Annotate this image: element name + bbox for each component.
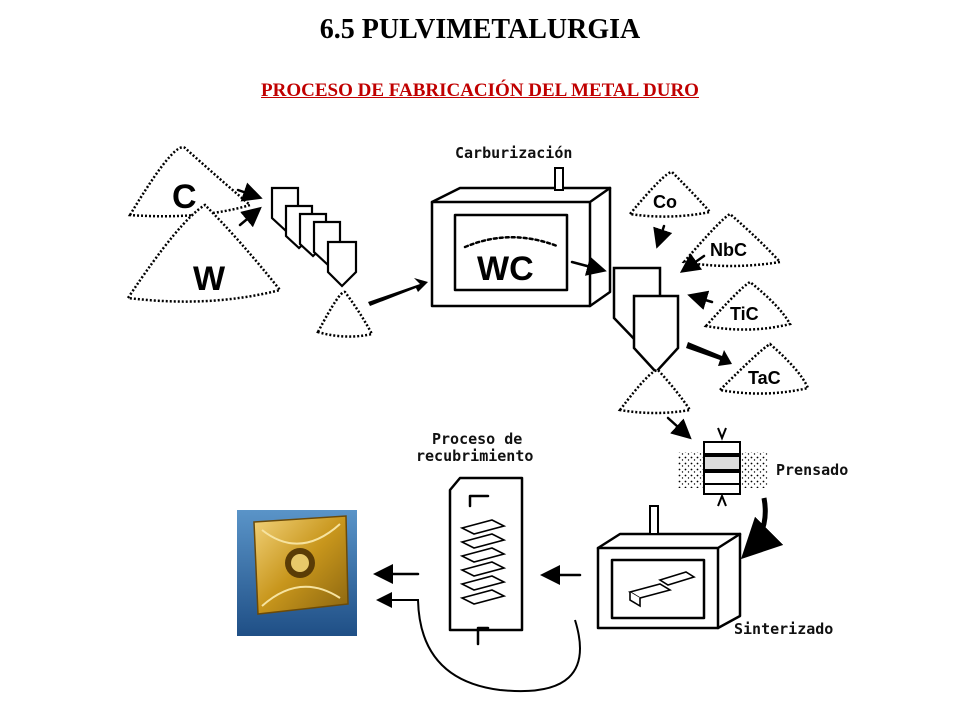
carburization-furnace: WC bbox=[430, 167, 612, 308]
mixed-carbide-pile bbox=[617, 368, 693, 415]
tungsten-label: W bbox=[193, 260, 226, 298]
arrow-icon bbox=[653, 224, 673, 249]
tungsten-powder-pile: W bbox=[125, 203, 283, 303]
pressing-label: Prensado bbox=[776, 461, 849, 479]
arrow-icon bbox=[368, 278, 428, 306]
return-arrow-icon bbox=[376, 592, 581, 693]
carbon-label: C bbox=[172, 178, 197, 216]
arrow-icon bbox=[238, 206, 262, 228]
sintering-furnace bbox=[596, 505, 742, 630]
arrow-icon bbox=[740, 497, 784, 560]
titanium-carbide-pile: TiC bbox=[703, 280, 792, 331]
carbon-powder-pile: C bbox=[127, 146, 253, 218]
press bbox=[678, 427, 768, 507]
arrow-icon bbox=[679, 253, 706, 273]
mixed-powder-pile bbox=[316, 290, 374, 338]
finished-insert-image bbox=[237, 510, 357, 636]
page-subtitle: PROCESO DE FABRICACIÓN DEL METAL DURO bbox=[261, 80, 699, 101]
tantalum-carbide-pile: TaC bbox=[717, 342, 810, 395]
arrow-icon bbox=[686, 342, 732, 366]
arrow-icon bbox=[570, 256, 607, 276]
crucible-stack bbox=[270, 186, 358, 288]
coating-label-line1: Proceso de bbox=[432, 430, 523, 448]
carburization-label: Carburización bbox=[455, 144, 573, 162]
svg-text:TiC: TiC bbox=[730, 304, 759, 324]
sintering-label: Sinterizado bbox=[734, 620, 834, 638]
tungsten-carbide-label: WC bbox=[477, 250, 534, 288]
mixer-crucibles bbox=[612, 266, 680, 374]
page-title: 6.5 PULVIMETALURGIA bbox=[319, 14, 641, 45]
arrow-icon bbox=[236, 182, 263, 202]
svg-text:TaC: TaC bbox=[748, 368, 781, 388]
arrow-icon bbox=[666, 416, 692, 440]
svg-text:Co: Co bbox=[653, 192, 677, 212]
arrow-icon bbox=[687, 290, 714, 310]
cobalt-pile: Co bbox=[627, 170, 713, 218]
coating-rack bbox=[448, 476, 524, 646]
svg-text:NbC: NbC bbox=[710, 240, 747, 260]
niobium-carbide-pile: NbC bbox=[681, 212, 783, 268]
coating-label-line2: recubrimiento bbox=[416, 447, 534, 465]
